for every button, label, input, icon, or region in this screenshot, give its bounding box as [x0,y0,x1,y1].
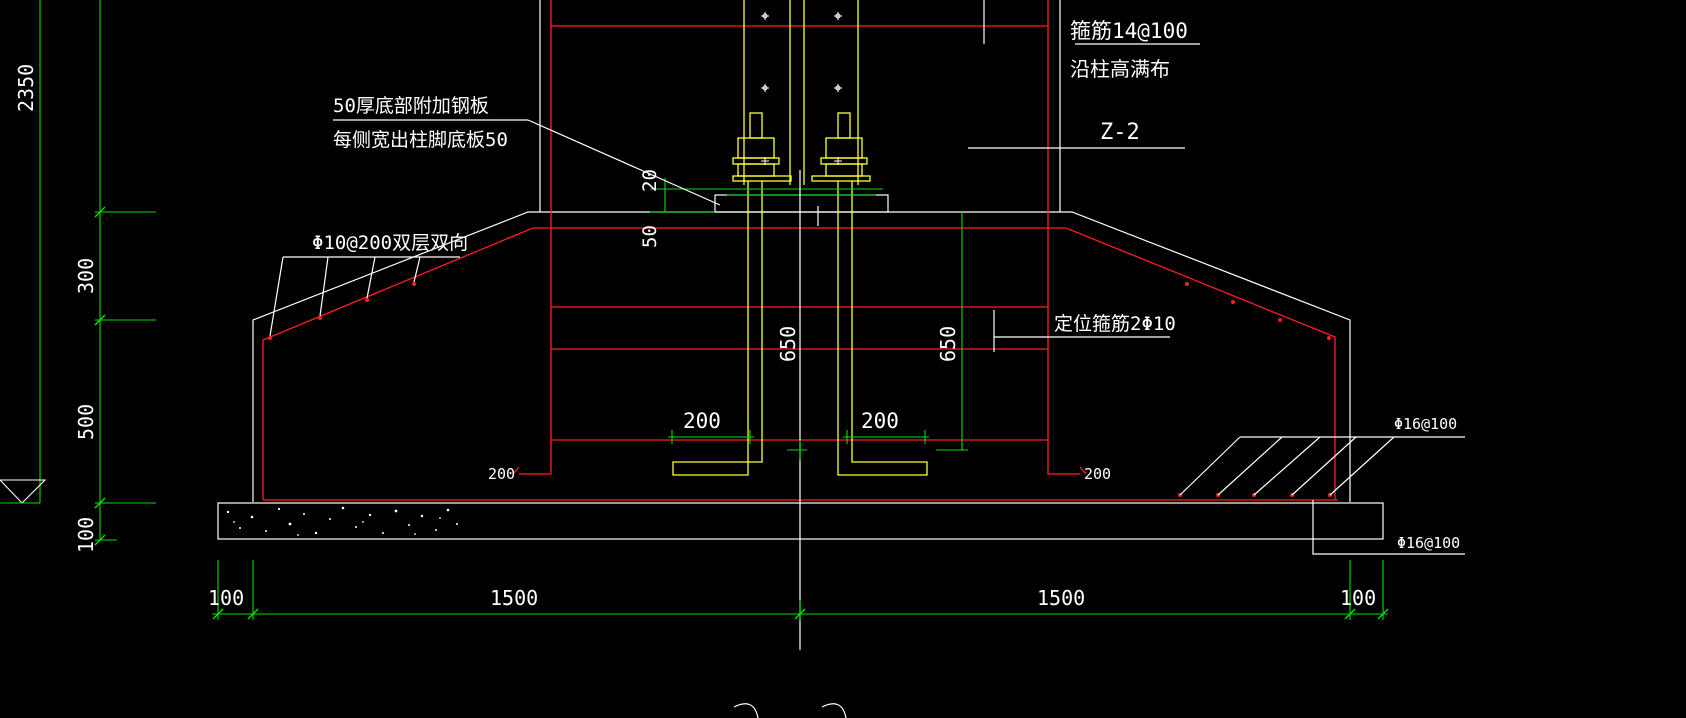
dim-200-right: 200 [861,409,899,433]
dim-200-left: 200 [683,409,721,433]
dim-100-left-vertical: 100 [74,517,98,553]
dim-20: 20 [639,169,661,192]
bottom-rebar-upper-label: Φ16@100 [1394,415,1457,433]
hook-left-label: 200 [488,465,515,483]
leader-lines [269,0,1465,718]
dim-650-b: 650 [936,326,960,362]
dim-50: 50 [639,225,661,248]
dim-1500-left: 1500 [490,586,538,610]
base-plate-label-line1: 50厚底部附加钢板 [333,95,489,117]
dim-300: 300 [74,258,98,294]
dim-100-bottom-right: 100 [1340,586,1376,610]
drawing-title: Z-2 [1100,120,1140,145]
dim-650-a: 650 [776,326,800,362]
cushion-hatch [226,506,458,536]
base-plate-marks [720,12,883,196]
stirrup-spec-label: 箍筋14@100 [1070,19,1188,43]
dimension-lines [0,0,1389,620]
dim-500: 500 [74,404,98,440]
dim-1500-right: 1500 [1037,586,1085,610]
bottom-rebar-lower-label: Φ16@100 [1397,534,1460,552]
hook-right-label: 200 [1084,465,1111,483]
dim-2350: 2350 [14,64,38,112]
slope-rebar-label: Φ10@200双层双向 [312,232,468,254]
dim-100-bottom-left: 100 [208,586,244,610]
stirrup-note-label: 沿柱高满布 [1070,57,1170,81]
anchor-bolts [672,0,928,476]
drawing-text: 箍筋14@100 沿柱高满布 Z-2 50厚底部附加钢板 每侧宽出柱脚底板50 … [14,19,1460,610]
base-plate-label-line2: 每侧宽出柱脚底板50 [333,129,508,151]
positioning-stirrup-label: 定位箍筋2Φ10 [1054,313,1176,335]
